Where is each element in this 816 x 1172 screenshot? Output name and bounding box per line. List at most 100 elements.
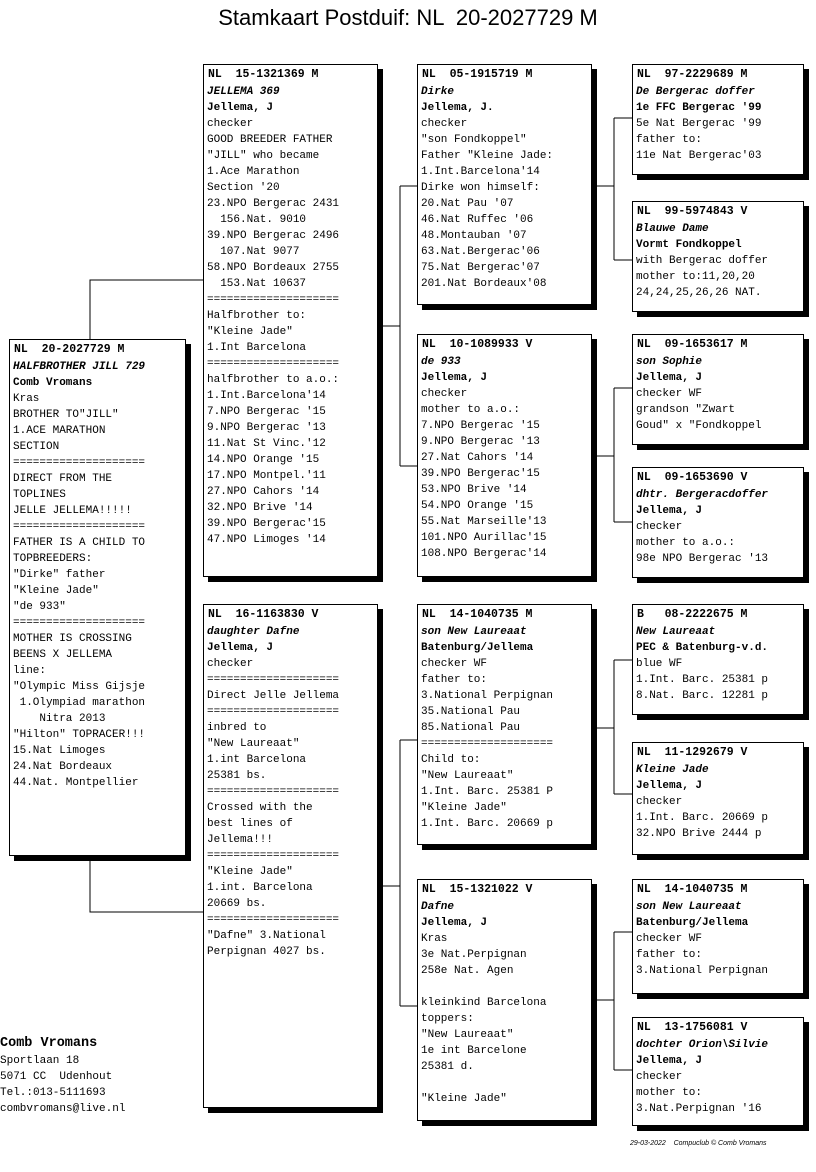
info-line: 48.Montauban '07 <box>421 230 527 242</box>
ring-number: NL 14-1040735 M <box>422 608 533 621</box>
ring-number: NL 20-2027729 M <box>14 343 125 356</box>
info-line: "Dafne" 3.National <box>207 930 326 942</box>
info-line: checker <box>636 521 683 533</box>
pigeon-name: Dirke <box>421 86 455 98</box>
ring-number: NL 05-1915719 M <box>422 68 533 81</box>
info-line: 25381 d. <box>421 1061 474 1073</box>
info-line: 32.NPO Brive 2444 p <box>636 828 762 840</box>
breeder-name: Jellema, J <box>207 102 274 114</box>
info-line: kleinkind Barcelona <box>421 997 547 1009</box>
ring-number: B 08-2222675 M <box>637 608 748 621</box>
pigeon-name: son Sophie <box>636 356 703 368</box>
info-line: FATHER IS A CHILD TO <box>13 537 146 549</box>
pigeon-name: son New Laureaat <box>636 901 742 913</box>
info-line: 17.NPO Montpel.'11 <box>207 470 326 482</box>
pigeon-name: de 933 <box>421 356 461 368</box>
ring-number: NL 09-1653617 M <box>637 338 748 351</box>
info-line: 58.NPO Bordeaux 2755 <box>207 262 340 274</box>
pigeon-name: dhtr. Bergeracdoffer <box>636 489 769 501</box>
info-line: checker <box>207 658 254 670</box>
info-line: ==================== <box>13 521 146 533</box>
info-line: ==================== <box>421 738 554 750</box>
info-line <box>418 1075 591 1091</box>
info-line: 24,24,25,26,26 NAT. <box>636 287 762 299</box>
info-line: 39.NPO Bergerac'15 <box>207 518 326 530</box>
info-line: 55.Nat Marseille'13 <box>421 516 547 528</box>
connector-fm <box>592 387 632 523</box>
info-line: DIRECT FROM THE <box>13 473 113 485</box>
info-line: 1.Int.Barcelona'14 <box>421 166 540 178</box>
breeder-name: PEC & Batenburg-v.d. <box>636 642 769 654</box>
pigeon-name: dochter Orion\Silvie <box>636 1039 769 1051</box>
info-line: line: <box>13 665 47 677</box>
info-line: "de 933" <box>13 601 66 613</box>
info-line: GOOD BREEDER FATHER <box>207 134 333 146</box>
info-line: ==================== <box>13 457 146 469</box>
ring-number: NL 13-1756081 V <box>637 1021 748 1034</box>
breeder-name: Jellema, J <box>636 372 703 384</box>
info-line: 46.Nat Ruffec '06 <box>421 214 534 226</box>
info-line: 25381 bs. <box>207 770 267 782</box>
info-line: "Kleine Jade" <box>207 326 293 338</box>
info-line: mother to a.o.: <box>421 404 521 416</box>
info-line: JELLE JELLEMA!!!!! <box>13 505 132 517</box>
info-line: 47.NPO Limoges '14 <box>207 534 326 546</box>
ring-number: NL 09-1653690 V <box>637 471 748 484</box>
info-line: checker WF <box>636 388 703 400</box>
info-line: 1.Int. Barc. 25381 p <box>636 674 769 686</box>
info-line: "Kleine Jade" <box>421 802 507 814</box>
info-line: 98e NPO Bergerac '13 <box>636 553 769 565</box>
info-line: Nitra 2013 <box>13 713 106 725</box>
info-line: 44.Nat. Montpellier <box>13 777 139 789</box>
info-line: 20669 bs. <box>207 898 267 910</box>
info-line: BEENS X JELLEMA <box>13 649 113 661</box>
breeder-name: Jellema, J <box>636 780 703 792</box>
connector-mf <box>592 659 632 795</box>
ring-number: NL 14-1040735 M <box>637 883 748 896</box>
breeder-name: Jellema, J <box>636 1055 703 1067</box>
info-line: 1.ACE MARATHON <box>13 425 106 437</box>
breeder-name: 1e FFC Bergerac '99 <box>636 102 762 114</box>
info-line: 39.NPO Bergerac'15 <box>421 468 540 480</box>
pigeon-name: Dafne <box>421 901 455 913</box>
info-line <box>418 979 591 995</box>
info-line: father to: <box>421 674 488 686</box>
info-line: 15.Nat Limoges <box>13 745 106 757</box>
info-line: checker <box>207 118 254 130</box>
info-line: 85.National Pau <box>421 722 521 734</box>
info-line: 27.NPO Cahors '14 <box>207 486 320 498</box>
pigeon-name: daughter Dafne <box>207 626 300 638</box>
owner-address-city: 5071 CC Udenhout <box>0 1071 113 1083</box>
info-line: 1.int. Barcelona <box>207 882 313 894</box>
info-line: father to: <box>636 949 703 961</box>
pigeon-name: New Laureaat <box>636 626 716 638</box>
info-line: 27.Nat Cahors '14 <box>421 452 534 464</box>
info-line: 8.Nat. Barc. 12281 p <box>636 690 769 702</box>
info-line: 11.Nat St Vinc.'12 <box>207 438 326 450</box>
info-line: Section '20 <box>207 182 280 194</box>
footer-credit: 29-03-2022 Compuclub © Comb Vromans <box>630 1140 767 1147</box>
info-line: "son Fondkoppel" <box>421 134 527 146</box>
info-line: blue WF <box>636 658 683 670</box>
pigeon-name: Blauwe Dame <box>636 223 709 235</box>
info-line: ==================== <box>207 850 340 862</box>
ring-number: NL 15-1321369 M <box>208 68 319 81</box>
info-line: 24.Nat Bordeaux <box>13 761 113 773</box>
info-line: 1e int Barcelone <box>421 1045 527 1057</box>
owner-email: combvromans@live.nl <box>0 1103 126 1115</box>
info-line: inbred to <box>207 722 267 734</box>
info-line: checker WF <box>636 933 703 945</box>
info-line: halfbrother to a.o.: <box>207 374 340 386</box>
info-line: mother to: <box>636 1087 703 1099</box>
owner-address-street: Sportlaan 18 <box>0 1055 80 1067</box>
info-line: "Kleine Jade" <box>13 585 99 597</box>
ring-number: NL 10-1089933 V <box>422 338 533 351</box>
breeder-name: Jellema, J. <box>421 102 494 114</box>
info-line: Jellema!!! <box>207 834 274 846</box>
